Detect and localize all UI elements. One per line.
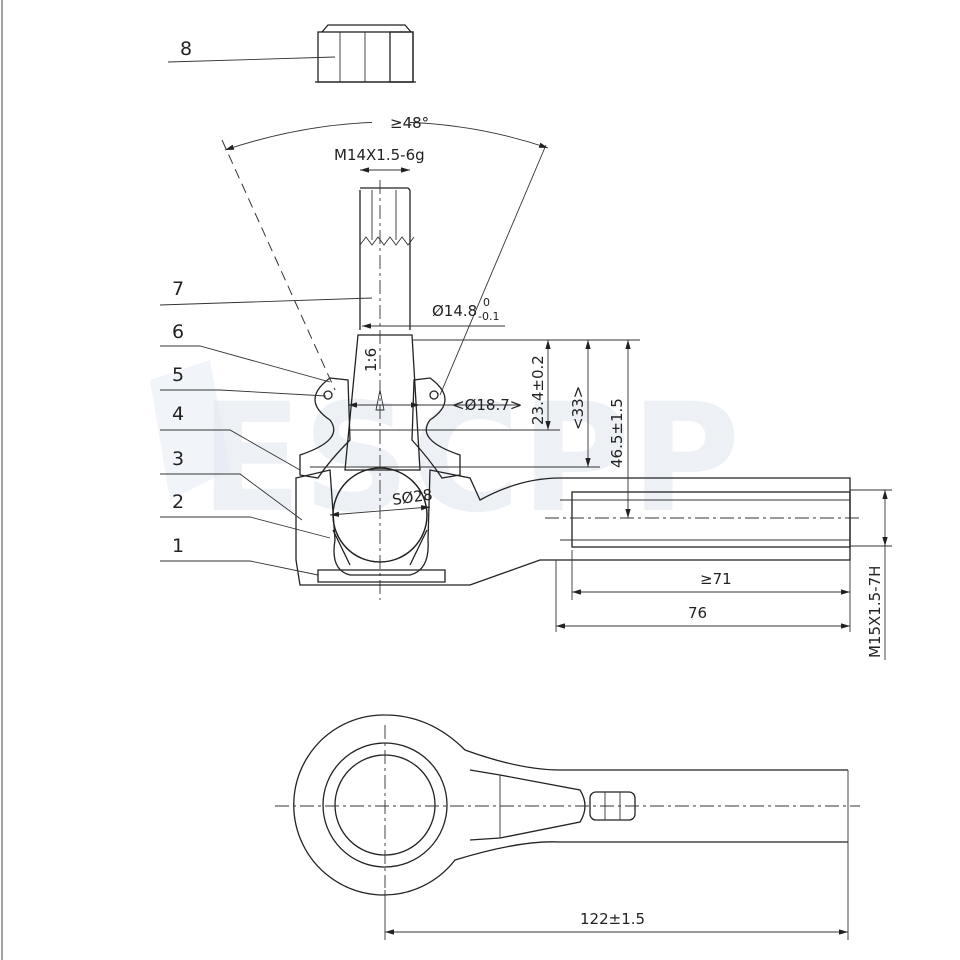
overall-length-dimension: 122±1.5 — [580, 910, 645, 928]
boot-diameter-dimension: <Ø18.7> — [452, 396, 522, 414]
height-dimension-23-4: 23.4±0.2 — [529, 355, 547, 425]
ball-diameter-dimension: SØ28 — [391, 486, 434, 509]
top-view — [275, 714, 860, 940]
tolerance-upper: 0 — [483, 296, 490, 309]
svg-text:6: 6 — [172, 321, 184, 343]
stud-diameter-dimension: Ø14.8 — [432, 302, 477, 320]
angle-dimension: ≥48° — [390, 114, 429, 132]
svg-text:1: 1 — [172, 535, 184, 557]
svg-text:5: 5 — [172, 364, 184, 386]
svg-text:2: 2 — [172, 491, 184, 513]
taper-dimension: 1:6 — [362, 348, 380, 372]
internal-thread-bore — [571, 491, 851, 548]
svg-text:4: 4 — [172, 403, 184, 425]
nut-part-8 — [315, 24, 416, 83]
clamp-ring-part-5 — [323, 390, 333, 400]
watermark: ESCPP — [200, 372, 740, 546]
part-labels: 8 7 6 5 4 3 2 1 — [159, 38, 373, 576]
shank-length-dimension: 76 — [688, 604, 707, 622]
bearing-part-2 — [332, 529, 428, 566]
dust-boot-right — [411, 377, 461, 479]
stud-thread-dimension: M14X1.5-6g — [334, 146, 425, 164]
height-dimension-33: <33> — [569, 386, 587, 430]
internal-thread-dimension: M15X1.5-7H — [866, 566, 884, 658]
bottom-cap-part-1 — [317, 569, 446, 583]
height-dimension-46-5: 46.5±1.5 — [608, 398, 626, 468]
svg-text:7: 7 — [172, 278, 184, 300]
thread-depth-dimension: ≥71 — [700, 570, 732, 588]
dust-boot-part-6 — [299, 377, 351, 479]
svg-text:8: 8 — [180, 38, 192, 60]
angle-limit-line-left — [221, 139, 336, 391]
svg-text:3: 3 — [172, 448, 184, 470]
angle-limit-line-right — [439, 144, 547, 396]
tolerance-lower: -0.1 — [478, 310, 499, 323]
housing-part-3 — [295, 469, 851, 586]
